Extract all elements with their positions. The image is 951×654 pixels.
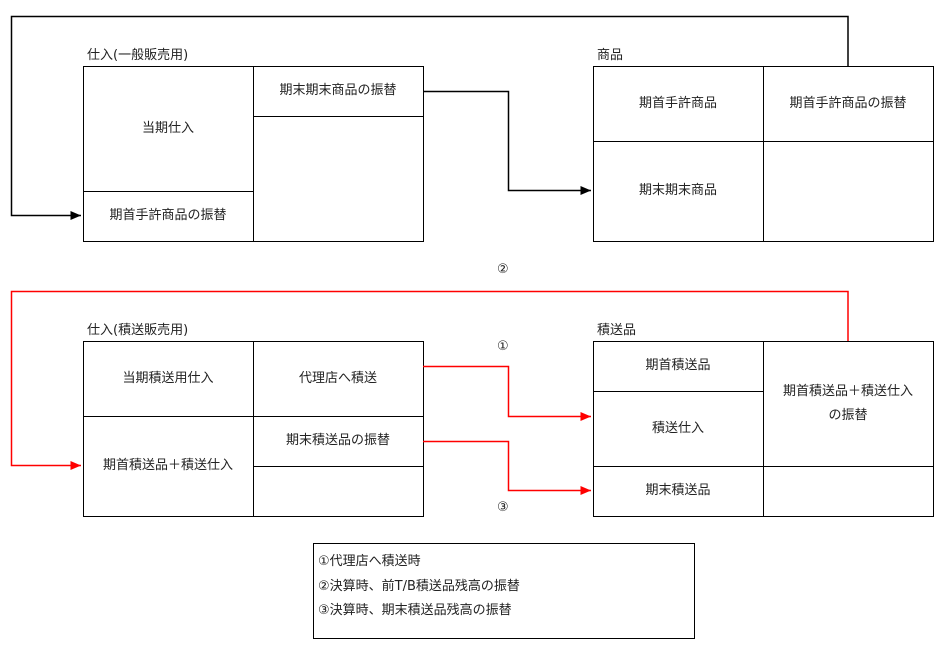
cell-text: 期首積送品＋積送仕入 の振替 (782, 383, 913, 423)
cell-text: 期末期末商品の振替 (279, 83, 397, 98)
cell-text: 期末積送品 (645, 483, 711, 498)
cell-text: 積送仕入 (651, 420, 704, 436)
arrow-goods-to-general (10, 15, 849, 220)
legend-box (313, 543, 695, 639)
arrow-3-ending-consigned (423, 440, 591, 495)
account-title: 仕入(積送販売用) (87, 323, 189, 338)
account-title: 積送品 (597, 323, 637, 338)
cell-text: 期首積送品 (645, 358, 711, 373)
arrow-2-consigned-to-purchase (10, 290, 849, 470)
account-title: 商品 (597, 48, 624, 63)
cell-text: 代理店へ積送 (298, 370, 377, 386)
legend-item: ③決算時、期末積送品残高の振替 (318, 603, 512, 618)
marker-3: ③ (497, 500, 509, 515)
account-title: 仕入(一般販売用) (87, 48, 189, 63)
arrow-general-to-goods (423, 90, 591, 195)
marker-2: ② (497, 262, 509, 277)
marker-1: ① (497, 339, 509, 354)
cell-text: 期末期末商品 (638, 183, 717, 198)
cell-text: 当期積送用仕入 (122, 370, 214, 386)
cell-text: 期首手許商品の振替 (109, 208, 227, 223)
arrow-1-ship-to-agent (423, 365, 591, 421)
cell-text: 当期仕入 (141, 120, 194, 136)
cell-text: 期首積送品＋積送仕入 (102, 458, 233, 473)
cell-text: 期首手許商品の振替 (789, 95, 907, 111)
legend-item: ②決算時、前T/B積送品残高の振替 (318, 579, 520, 594)
legend-item: ①代理店へ積送時 (318, 554, 421, 569)
cell-text: 期末積送品の振替 (285, 433, 390, 448)
cell-text: 期首手許商品 (638, 95, 717, 111)
